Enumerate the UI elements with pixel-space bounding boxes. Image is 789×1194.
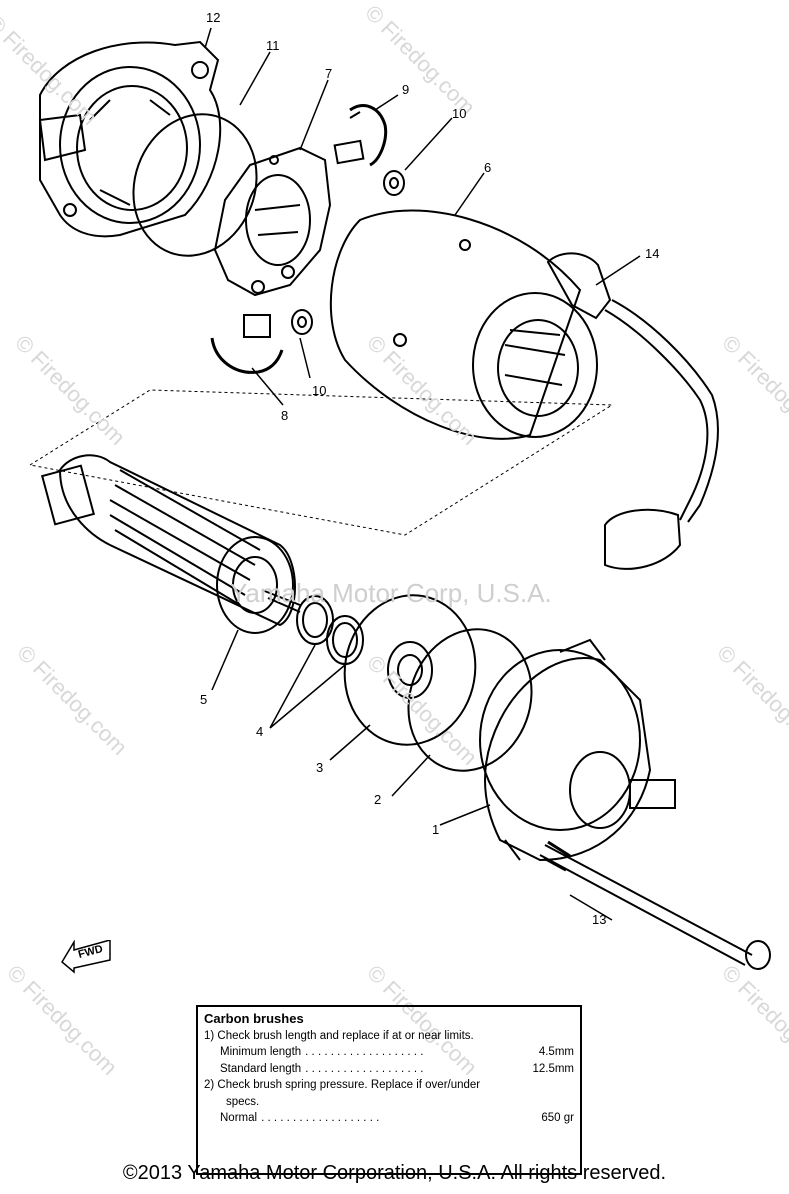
callout-3: 3 (316, 760, 324, 775)
normal-label: Normal (220, 1112, 258, 1124)
brush-holder-plate (213, 146, 332, 297)
assembly-guide-outline (29, 389, 614, 536)
normal-value: 650 gr (541, 1112, 574, 1124)
callout-6: 6 (484, 160, 492, 175)
brush-lower (210, 314, 284, 374)
lead-wire-grommet (546, 252, 719, 570)
forward-direction-icon: FWD (60, 939, 112, 974)
carbon-brushes-spec-box: Carbon brushes 1) Check brush length and… (196, 1005, 582, 1175)
callout-8: 8 (281, 408, 289, 423)
o-ring-large (132, 113, 258, 257)
bearing-lower (291, 309, 313, 335)
copyright-notice: ©2013 Yamaha Motor Corporation, U.S.A. A… (122, 1162, 667, 1184)
leader-dots: . . . . . . . . . . . . . . . . . . . (305, 1046, 424, 1058)
callout-1: 1 (432, 822, 440, 837)
callout-7: 7 (325, 66, 333, 81)
bearing-upper (383, 170, 405, 196)
callout-12: 12 (206, 10, 221, 25)
callout-4: 4 (256, 724, 264, 739)
notes-item-1: 1) Check brush length and replace if at … (204, 1029, 474, 1042)
callout-14: 14 (645, 246, 660, 261)
callout-leaders (204, 27, 641, 921)
watermark-center: Yamaha Motor Corp, U.S.A. (230, 578, 552, 608)
end-plate (343, 594, 477, 746)
leader-dots: . . . . . . . . . . . . . . . . . . . (261, 1112, 380, 1124)
std-length-label: Standard length (220, 1062, 302, 1075)
callout-9: 9 (402, 82, 410, 97)
notes-item-2: 2) Check brush spring pressure. Replace … (204, 1079, 481, 1091)
armature (40, 454, 301, 634)
min-length-label: Minimum length (220, 1046, 302, 1058)
notes-normal: Normal . . . . . . . . . . . . . . . . .… (204, 1110, 574, 1127)
callout-10-lower: 10 (312, 383, 327, 398)
notes-std-length: Standard length . . . . . . . . . . . . … (204, 1061, 574, 1078)
min-length-value: 4.5mm (538, 1046, 574, 1058)
front-cover (479, 638, 676, 862)
washer-inner (326, 615, 364, 665)
callout-10-upper: 10 (452, 106, 467, 121)
o-ring-small (407, 628, 533, 772)
washer-outer (296, 595, 334, 645)
callout-2: 2 (374, 792, 382, 807)
callout-11: 11 (266, 38, 280, 53)
std-length-value: 12.5mm (532, 1062, 574, 1075)
brush-upper (333, 104, 388, 167)
end-cover-housing (38, 40, 222, 238)
notes-title: Carbon brushes (204, 1011, 304, 1026)
leader-dots: . . . . . . . . . . . . . . . . . . . (305, 1062, 424, 1075)
callout-5: 5 (200, 692, 208, 707)
notes-item-2-cont: specs. (226, 1095, 260, 1108)
notes-min-length: Minimum length . . . . . . . . . . . . .… (204, 1044, 574, 1061)
through-bolt (539, 840, 771, 970)
yoke-housing (329, 209, 598, 440)
callout-13: 13 (592, 912, 607, 927)
